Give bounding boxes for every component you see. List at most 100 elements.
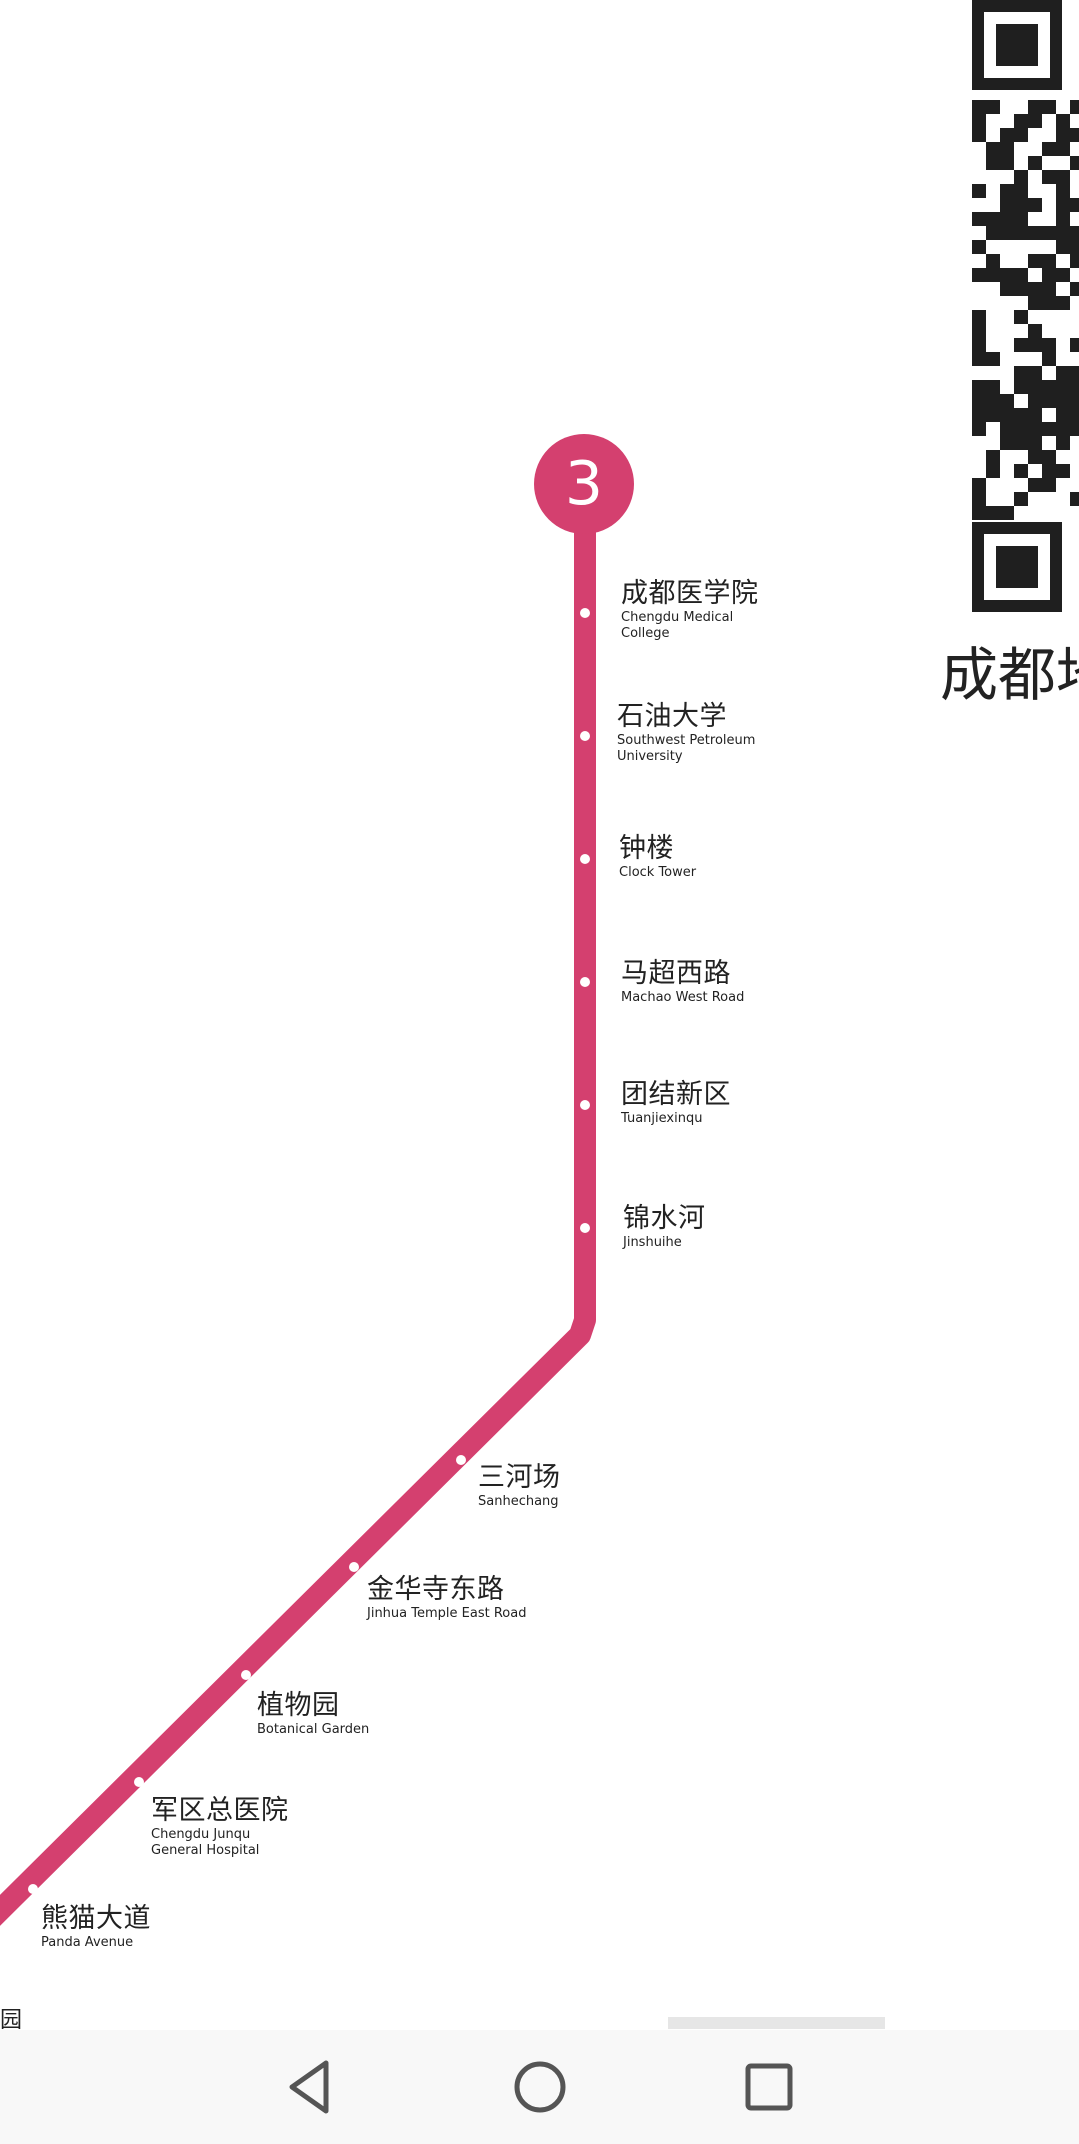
station-name-zh: 钟楼 [619,833,674,864]
qr-module [1042,254,1056,268]
station-name-zh: 植物园 [257,1690,340,1721]
station-name-en: Botanical Garden [257,1722,370,1737]
qr-module [1042,352,1056,366]
station-name-zh: 金华寺东路 [367,1574,505,1605]
station-clock-tower[interactable]: 钟楼 Clock Tower [619,833,696,881]
horizontal-scroll-indicator[interactable] [668,2017,885,2029]
qr-module [1042,380,1056,394]
qr-module [972,380,986,394]
qr-module [1014,170,1028,184]
qr-module [1070,492,1079,506]
city-map-title: 成都地 [940,641,1079,709]
station-dot [580,977,590,987]
qr-module [1056,296,1070,310]
station-name-zh: 成都医学院 [621,578,759,609]
qr-module [1000,394,1014,408]
qr-module [986,506,1000,520]
station-dot [134,1777,144,1787]
qr-module [1014,422,1028,436]
qr-module [1042,450,1056,464]
qr-module [1070,100,1079,114]
qr-module [1014,128,1028,142]
station-name-zh: 锦水河 [623,1203,706,1234]
station-dot [580,608,590,618]
station-dot [580,854,590,864]
qr-module [1028,254,1042,268]
qr-module [1070,198,1079,212]
qr-module [996,24,1038,66]
station-name-en: Jinhua Temple East Road [367,1606,527,1621]
qr-module [1028,114,1042,128]
qr-module [1000,142,1014,156]
qr-module [1042,394,1056,408]
station-name-en: Jinshuihe [623,1235,682,1250]
qr-module [1070,366,1079,380]
qr-module [1014,366,1028,380]
qr-module [986,394,1000,408]
station-name-en: Chengdu Junqu General Hospital [151,1827,260,1858]
qr-module [1056,464,1070,478]
station-panda-avenue[interactable]: 熊猫大道 Panda Avenue [41,1903,151,1951]
station-dot [580,731,590,741]
station-dot [580,1223,590,1233]
qr-module [1070,394,1079,408]
qr-module [986,352,1000,366]
qr-module [1070,240,1079,254]
station-name-en: Southwest Petroleum University [617,733,756,764]
qr-module [986,408,1000,422]
qr-module [986,100,1000,114]
metro-map[interactable]: 3 成都医学院 Chengdu Medical College 石油大学 Sou… [0,0,1079,2030]
station-chengdu-junqu-general-hospital[interactable]: 军区总医院 Chengdu Junqu General Hospital [151,1795,289,1859]
qr-module [1028,198,1042,212]
station-name-zh: 三河场 [478,1462,561,1493]
station-name-en: Tuanjiexinqu [621,1111,703,1126]
station-jinhua-temple-east-road[interactable]: 金华寺东路 Jinhua Temple East Road [367,1574,526,1622]
qr-module [1056,408,1070,422]
qr-module [1014,268,1028,282]
recents-button[interactable] [709,2030,829,2144]
qr-module [1042,170,1056,184]
qr-module [972,492,986,506]
station-petroleum-university[interactable]: 石油大学 Southwest Petroleum University [617,701,755,765]
station-dot [241,1670,251,1680]
qr-module [972,324,986,338]
station-chengdu-medical-college[interactable]: 成都医学院 Chengdu Medical College [621,578,759,642]
qr-module [972,268,986,282]
station-botanical-garden[interactable]: 植物园 Botanical Garden [257,1690,369,1738]
qr-module [1014,226,1028,240]
qr-module [986,156,1000,170]
station-sanhechang[interactable]: 三河场 Sanhechang [478,1462,561,1510]
station-jinshuihe[interactable]: 锦水河 Jinshuihe [623,1203,706,1251]
qr-module [986,254,1000,268]
qr-module [972,422,986,436]
line-3-badge[interactable] [534,434,634,534]
qr-module [1070,380,1079,394]
station-dots [28,608,590,1894]
qr-module [972,338,986,352]
qr-module [972,184,986,198]
back-button[interactable] [250,2030,370,2144]
station-tuanjiexinqu[interactable]: 团结新区 Tuanjiexinqu [621,1079,731,1127]
qr-module [1056,198,1070,212]
station-machao-west-road[interactable]: 马超西路 Machao West Road [621,958,744,1006]
qr-module [1042,464,1056,478]
qr-module [1000,156,1014,170]
qr-module [1000,408,1014,422]
station-name-en: Machao West Road [621,990,745,1005]
qr-module [1014,492,1028,506]
qr-module [1028,100,1042,114]
qr-module [1070,156,1079,170]
qr-module [972,240,986,254]
qr-module [1000,282,1014,296]
home-button[interactable] [480,2030,600,2144]
qr-module [1042,142,1056,156]
qr-module [996,546,1038,588]
qr-module [986,212,1000,226]
qr-module [1070,338,1079,352]
qr-module [986,226,1000,240]
qr-module [1014,380,1028,394]
qr-module [972,128,986,142]
qr-module [1042,422,1056,436]
qr-module [1056,128,1070,142]
station-name-zh: 马超西路 [621,958,731,989]
